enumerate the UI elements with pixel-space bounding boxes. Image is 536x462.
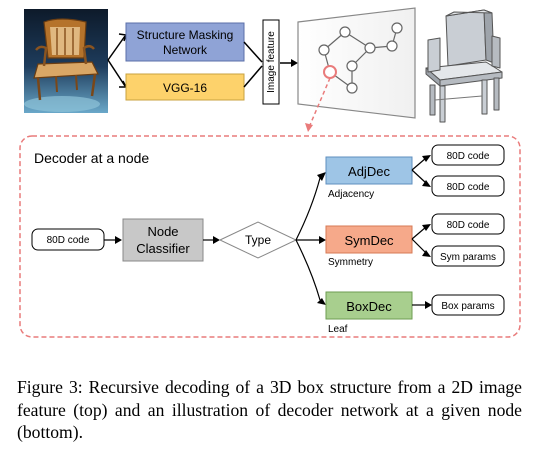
tree-node xyxy=(364,42,376,54)
node-classifier-box: Node Classifier xyxy=(122,218,204,262)
chair-photo xyxy=(24,9,108,113)
adjdec-label: AdjDec xyxy=(348,164,390,179)
boxdec-label: BoxDec xyxy=(346,299,392,314)
highlighted-node xyxy=(323,65,337,79)
figure-diagram: Structure Masking Network VGG-16 Image f… xyxy=(19,7,521,338)
tree-node xyxy=(318,44,330,56)
arrow-input-to-classifier xyxy=(104,236,122,244)
node-classifier-label-2: Classifier xyxy=(136,241,190,256)
symdec-box: SymDec xyxy=(325,225,413,254)
vgg16-label: VGG-16 xyxy=(163,81,207,95)
network-arrows xyxy=(243,41,263,88)
symdec-output-2: Sym params xyxy=(431,245,505,267)
tree-node xyxy=(339,26,351,38)
adjdec-box: AdjDec xyxy=(325,156,413,185)
boxdec-box: BoxDec xyxy=(325,291,413,320)
node-classifier-label-1: Node xyxy=(147,224,178,239)
vgg16-box: VGG-16 xyxy=(125,73,245,101)
boxdec-output-1-label: Box params xyxy=(441,301,494,312)
symdec-output-2-label: Sym params xyxy=(440,252,496,263)
symdec-label: SymDec xyxy=(344,233,394,248)
adjacency-caption: Adjacency xyxy=(328,189,374,200)
structure-masking-label-2: Network xyxy=(163,43,208,57)
structure-masking-label-1: Structure Masking xyxy=(137,28,234,42)
leaf-caption: Leaf xyxy=(328,324,348,335)
tree-node xyxy=(346,60,358,72)
node-zoom-connector xyxy=(305,77,331,132)
adjdec-output-2-label: 80D code xyxy=(447,182,490,193)
type-branch-arrows xyxy=(295,177,321,301)
type-branch-arrowheads xyxy=(317,172,326,305)
structure-masking-network-box: Structure Masking Network xyxy=(125,22,245,62)
adjdec-output-1: 80D code xyxy=(431,144,505,166)
arrow-classifier-to-type xyxy=(203,236,220,244)
decoder-title: Decoder at a node xyxy=(34,150,149,166)
image-feature-box: Image feature xyxy=(262,19,280,105)
output-arrows xyxy=(411,157,427,306)
symdec-output-1-label: 80D code xyxy=(447,220,490,231)
symmetry-caption: Symmetry xyxy=(328,257,373,268)
input-code-box: 80D code xyxy=(31,228,105,251)
photo-arrows xyxy=(107,33,128,88)
tree-node xyxy=(386,40,398,52)
symdec-output-1: 80D code xyxy=(431,213,505,235)
tree-node xyxy=(391,22,403,34)
adjdec-output-1-label: 80D code xyxy=(447,151,490,162)
boxdec-output-1: Box params xyxy=(431,294,505,316)
adjdec-output-2: 80D code xyxy=(431,175,505,197)
figure-caption: Figure 3: Recursive decoding of a 3D box… xyxy=(17,377,522,442)
image-feature-label: Image feature xyxy=(266,31,277,93)
tree-node xyxy=(346,82,358,94)
feature-arrow xyxy=(280,59,298,67)
decoder-pyramid xyxy=(297,7,416,119)
input-code-label: 80D code xyxy=(47,235,90,246)
output-arrowheads xyxy=(422,155,432,309)
box-chair-output xyxy=(425,9,503,123)
type-label: Type xyxy=(245,233,271,247)
